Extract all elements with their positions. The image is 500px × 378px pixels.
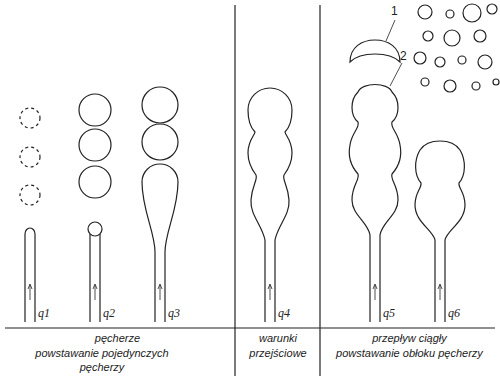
column-divider: [319, 5, 320, 376]
nozzle-q3: [142, 87, 178, 322]
flow-rate-label: q6: [448, 306, 460, 320]
regime-description: powstawanie obłoku pęcherzy: [322, 346, 497, 360]
nozzle-q1: [20, 108, 40, 322]
regime-heading: warunki: [238, 331, 318, 345]
regime-heading: pęcherze: [30, 331, 205, 345]
bubble-cap: [350, 40, 400, 62]
nozzle-q6: [415, 141, 465, 322]
column-divider: [234, 5, 235, 376]
flow-rate-label: q5: [383, 306, 395, 320]
flow-rate-label: q1: [38, 306, 50, 320]
callout-number: 1: [391, 4, 398, 18]
leader-line: [390, 63, 402, 86]
nozzle-q2: [79, 94, 111, 322]
gas-column: [349, 85, 400, 236]
bubble-cloud: [414, 4, 499, 92]
nozzle-q5: [349, 20, 402, 322]
regime-description: przejściowe: [238, 346, 318, 360]
callout-number: 2: [400, 49, 407, 63]
nozzle-q4: [248, 88, 292, 322]
flow-rate-label: q3: [168, 306, 180, 320]
leader-line: [386, 20, 395, 41]
regime-description: powstawanie pojedynczych pęcherzy: [22, 346, 182, 374]
table-rule: [5, 327, 495, 328]
regime-heading: przepływ ciągły: [322, 331, 497, 345]
flow-rate-label: q2: [103, 306, 115, 320]
flow-rate-label: q4: [278, 306, 290, 320]
